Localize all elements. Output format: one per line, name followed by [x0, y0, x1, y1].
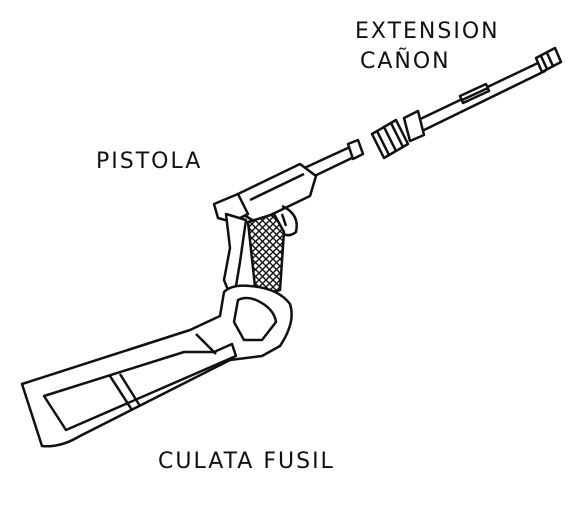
barrel-extension-label-line1: EXTENSION	[355, 19, 500, 44]
barrel-extension	[370, 46, 563, 160]
barrel-extension-label-line2: CAÑON	[360, 49, 451, 74]
pistol-label: PISTOLA	[96, 149, 203, 174]
rifle-stock-label: CULATA FUSIL	[158, 449, 335, 474]
pistol	[212, 138, 365, 298]
rifle-stock	[20, 284, 293, 448]
